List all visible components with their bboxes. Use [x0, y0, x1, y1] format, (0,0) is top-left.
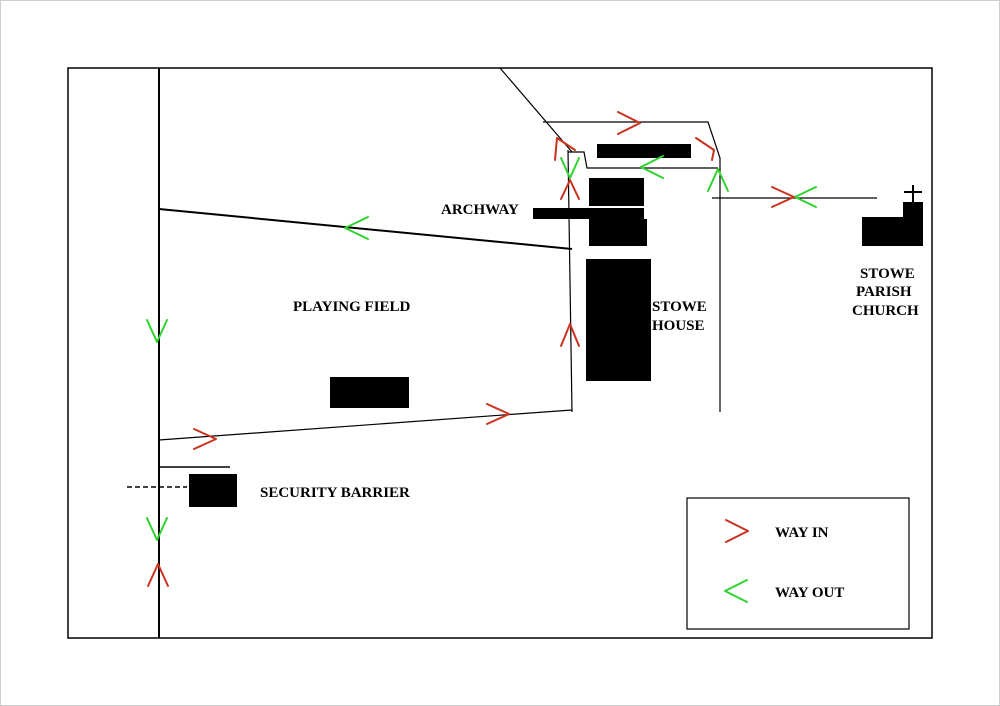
way-out-arrow: [707, 168, 729, 192]
way-out-arrow: [794, 186, 817, 208]
church-label-line3: CHURCH: [852, 303, 919, 319]
stowe-house-building: [586, 259, 651, 381]
way-in-arrow: [147, 563, 169, 587]
way-out-arrow: [146, 517, 168, 541]
archway-building-bottom: [589, 219, 647, 246]
way-out-arrow: [146, 319, 168, 343]
way-out-arrow: [560, 157, 580, 179]
church-label-line2: PARISH: [856, 284, 912, 300]
entry-road: [158, 409, 573, 441]
way-in-arrow: [560, 179, 580, 200]
legend-way-in-icon: [725, 519, 749, 543]
way-in-arrow: [617, 111, 641, 135]
way-in-arrow: [486, 403, 510, 425]
stowe-house-label-line2: HOUSE: [652, 318, 705, 334]
way-out-arrow: [344, 216, 369, 240]
legend-box: [686, 497, 910, 630]
security-barrier-label: SECURITY BARRIER: [260, 485, 410, 501]
way-in-arrow: [554, 137, 576, 161]
archway-bar: [533, 208, 644, 219]
diagonal-road: [499, 67, 573, 153]
security-barrier-hut: [189, 474, 237, 507]
stowe-house-label-line1: STOWE: [652, 299, 707, 315]
exit-road: [158, 208, 573, 250]
legend: WAY IN WAY OUT: [686, 497, 910, 630]
way-in-arrow: [695, 137, 715, 161]
legend-way-out-label: WAY OUT: [775, 585, 844, 601]
legend-way-out-icon: [724, 579, 748, 603]
cross-icon: [904, 185, 922, 202]
archway-label: ARCHWAY: [441, 202, 519, 218]
north-building: [597, 144, 691, 158]
playing-field-label: PLAYING FIELD: [293, 299, 411, 315]
church-label-line1: STOWE: [860, 266, 915, 282]
way-in-arrow: [560, 323, 580, 347]
church-tower: [903, 202, 923, 222]
legend-way-in-label: WAY IN: [775, 525, 829, 541]
way-in-arrow: [771, 186, 795, 208]
house-drive: [567, 149, 573, 413]
inner-road: [568, 151, 718, 169]
archway-building-top: [589, 178, 644, 206]
field-building: [330, 377, 409, 408]
way-out-arrow: [640, 155, 664, 179]
loop-road: [543, 121, 721, 412]
way-in-arrow: [193, 428, 217, 450]
